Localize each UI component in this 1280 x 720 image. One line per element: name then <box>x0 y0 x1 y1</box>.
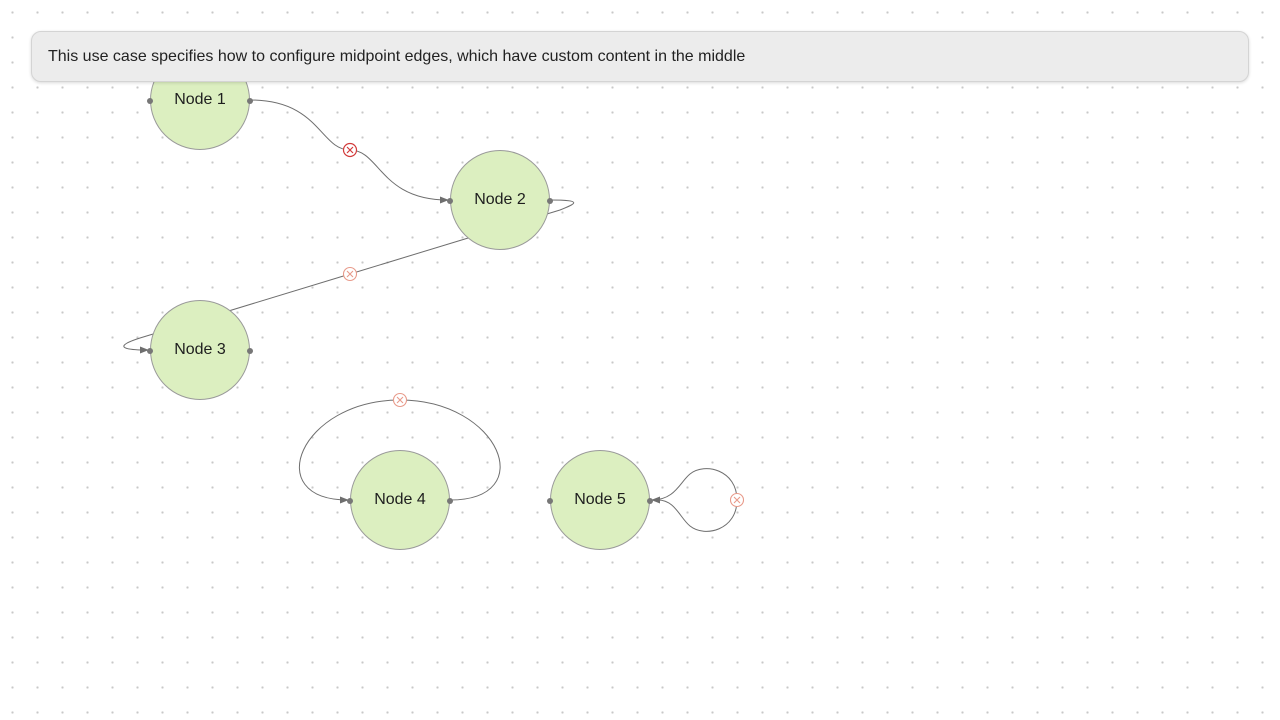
node-3-source-handle[interactable] <box>247 348 253 354</box>
midpoint-button-edge-1[interactable] <box>342 142 358 158</box>
node-label: Node 1 <box>174 91 226 108</box>
node-2-source-handle[interactable] <box>547 198 553 204</box>
midpoint-button-edge-2[interactable] <box>342 266 358 282</box>
node-1-source-handle[interactable] <box>247 98 253 104</box>
close-icon <box>396 396 404 404</box>
close-icon <box>733 496 741 504</box>
node-label: Node 3 <box>174 341 226 358</box>
node-5-source-handle[interactable] <box>647 498 653 504</box>
description-text: This use case specifies how to configure… <box>48 47 746 65</box>
node-4-source-handle[interactable] <box>447 498 453 504</box>
node-2-target-handle[interactable] <box>447 198 453 204</box>
node-4[interactable]: Node 4 <box>347 450 453 550</box>
node-label: Node 2 <box>474 191 526 208</box>
node-3-target-handle[interactable] <box>147 348 153 354</box>
midpoint-button-edge-4[interactable] <box>729 492 745 508</box>
description-banner: This use case specifies how to configure… <box>31 31 1249 82</box>
node-label: Node 4 <box>374 491 426 508</box>
close-icon <box>346 146 354 154</box>
node-5-target-handle[interactable] <box>547 498 553 504</box>
node-1-target-handle[interactable] <box>147 98 153 104</box>
node-5[interactable]: Node 5 <box>547 450 653 550</box>
node-label: Node 5 <box>574 491 626 508</box>
edge-node5-loop[interactable] <box>651 468 738 504</box>
close-icon <box>346 270 354 278</box>
edge-node5-loop-lower[interactable] <box>657 499 738 532</box>
node-3[interactable]: Node 3 <box>147 300 253 400</box>
node-4-target-handle[interactable] <box>347 498 353 504</box>
node-2[interactable]: Node 2 <box>447 150 553 250</box>
midpoint-button-edge-3[interactable] <box>392 392 408 408</box>
